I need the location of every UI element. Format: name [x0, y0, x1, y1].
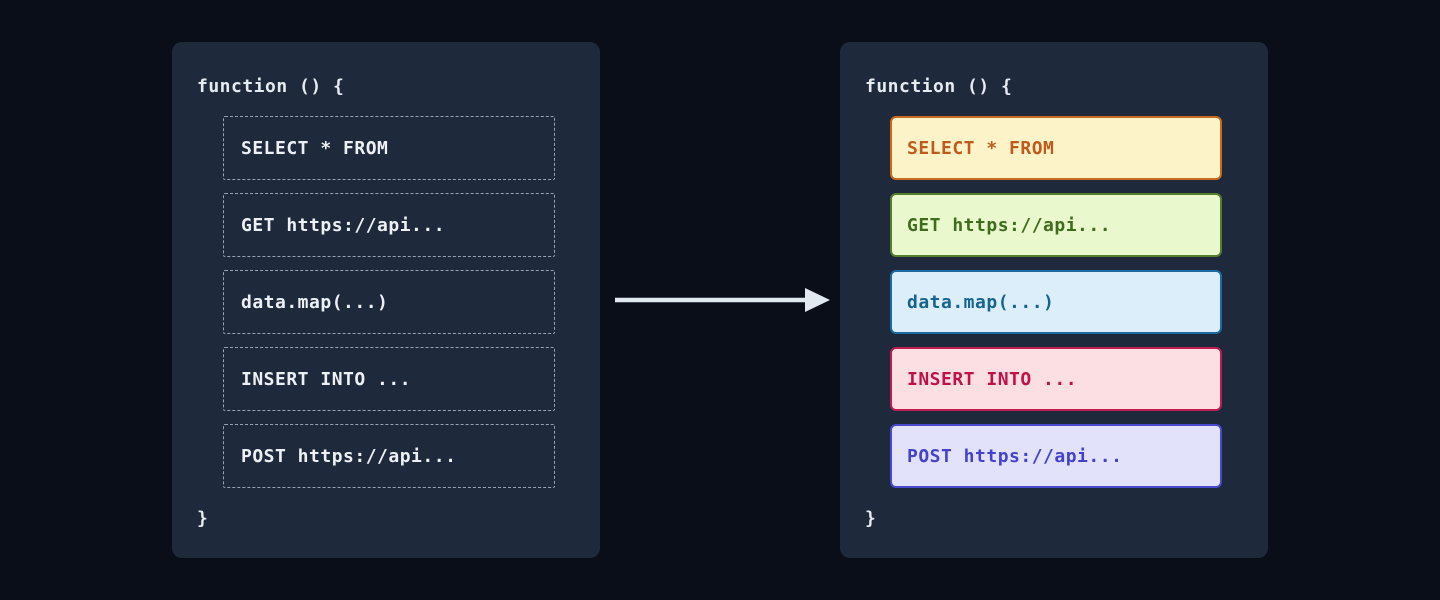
snippet-label: SELECT * FROM: [907, 137, 1055, 159]
highlighted-snippet-select: SELECT * FROM: [890, 116, 1222, 180]
highlighted-code-panel: function () { SELECT * FROM GET https://…: [840, 42, 1268, 558]
highlighted-snippet-post: POST https://api...: [890, 424, 1222, 488]
transform-arrow-icon: [600, 280, 840, 320]
snippet-label: data.map(...): [241, 291, 389, 313]
snippet-label: INSERT INTO ...: [241, 368, 412, 390]
plain-snippet-insert: INSERT INTO ...: [223, 347, 555, 411]
function-footer: }: [197, 508, 208, 529]
snippet-label: GET https://api...: [907, 214, 1112, 236]
function-header: function () {: [197, 76, 345, 97]
plain-snippet-post: POST https://api...: [223, 424, 555, 488]
plain-code-panel: function () { SELECT * FROM GET https://…: [172, 42, 600, 558]
snippet-label: POST https://api...: [241, 445, 457, 467]
plain-snippet-select: SELECT * FROM: [223, 116, 555, 180]
function-header: function () {: [865, 76, 1013, 97]
plain-snippet-map: data.map(...): [223, 270, 555, 334]
highlighted-snippet-map: data.map(...): [890, 270, 1222, 334]
snippet-label: POST https://api...: [907, 445, 1123, 467]
snippet-label: SELECT * FROM: [241, 137, 389, 159]
snippet-label: INSERT INTO ...: [907, 368, 1078, 390]
highlighted-snippet-insert: INSERT INTO ...: [890, 347, 1222, 411]
function-footer: }: [865, 508, 876, 529]
highlighted-snippet-get: GET https://api...: [890, 193, 1222, 257]
plain-snippet-get: GET https://api...: [223, 193, 555, 257]
snippet-label: data.map(...): [907, 291, 1055, 313]
snippet-label: GET https://api...: [241, 214, 446, 236]
